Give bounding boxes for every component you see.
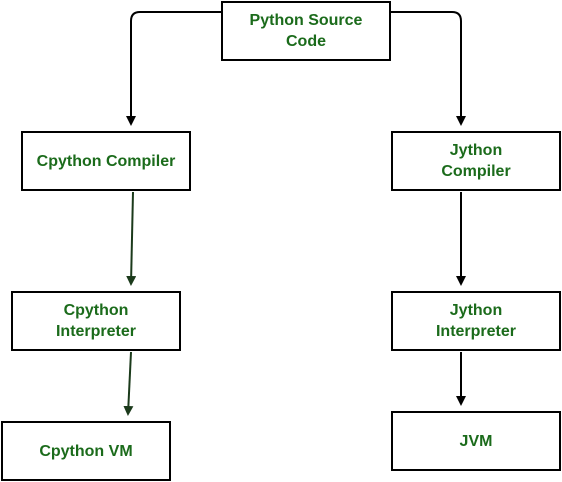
node-label: Python Source Code [249,12,363,50]
node-jython-compiler: Jython Compiler [391,131,561,191]
connector-cpython-interpreter-to-vm [123,351,134,416]
node-label: Jython Interpreter [435,302,517,340]
node-cpython-vm: Cpython VM [1,421,171,481]
node-python-source-code: Python Source Code [221,1,391,61]
connector-source-to-cpython-compiler [126,11,221,126]
connector-source-to-jython-compiler [391,11,466,126]
node-cpython-interpreter: Cpython Interpreter [11,291,181,351]
node-label: Cpython Compiler [36,152,176,170]
connector-cpython-compiler-to-interpreter [126,191,137,286]
node-cpython-compiler: Cpython Compiler [21,131,191,191]
node-jvm: JVM [391,411,561,471]
node-label: Cpython VM [39,442,133,460]
node-label: Jython Compiler [441,142,511,180]
node-label: JVM [459,432,493,450]
node-jython-interpreter: Jython Interpreter [391,291,561,351]
node-label: Cpython Interpreter [55,302,137,340]
